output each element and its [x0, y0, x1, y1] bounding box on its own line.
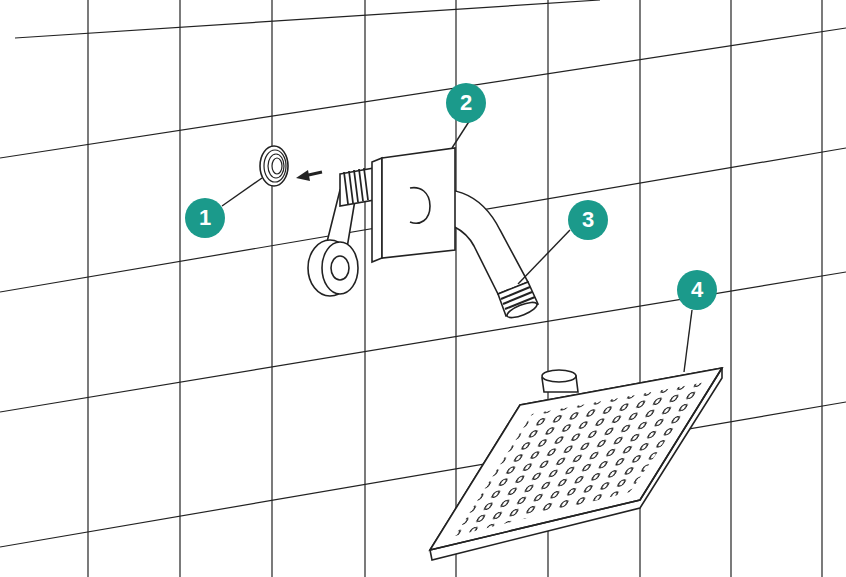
callout-number: 3	[568, 200, 608, 240]
direction-arrow	[296, 170, 322, 181]
callout-number: 4	[677, 270, 717, 310]
callout-number: 1	[185, 198, 225, 238]
escutcheon-plate	[372, 148, 455, 262]
leader-lines	[222, 120, 692, 372]
valve-handle	[308, 168, 374, 296]
shower-head	[430, 368, 722, 560]
callout-number: 2	[446, 83, 486, 123]
thread-ring	[260, 146, 288, 186]
callout-circles	[185, 83, 717, 310]
shower-arm	[410, 188, 539, 320]
